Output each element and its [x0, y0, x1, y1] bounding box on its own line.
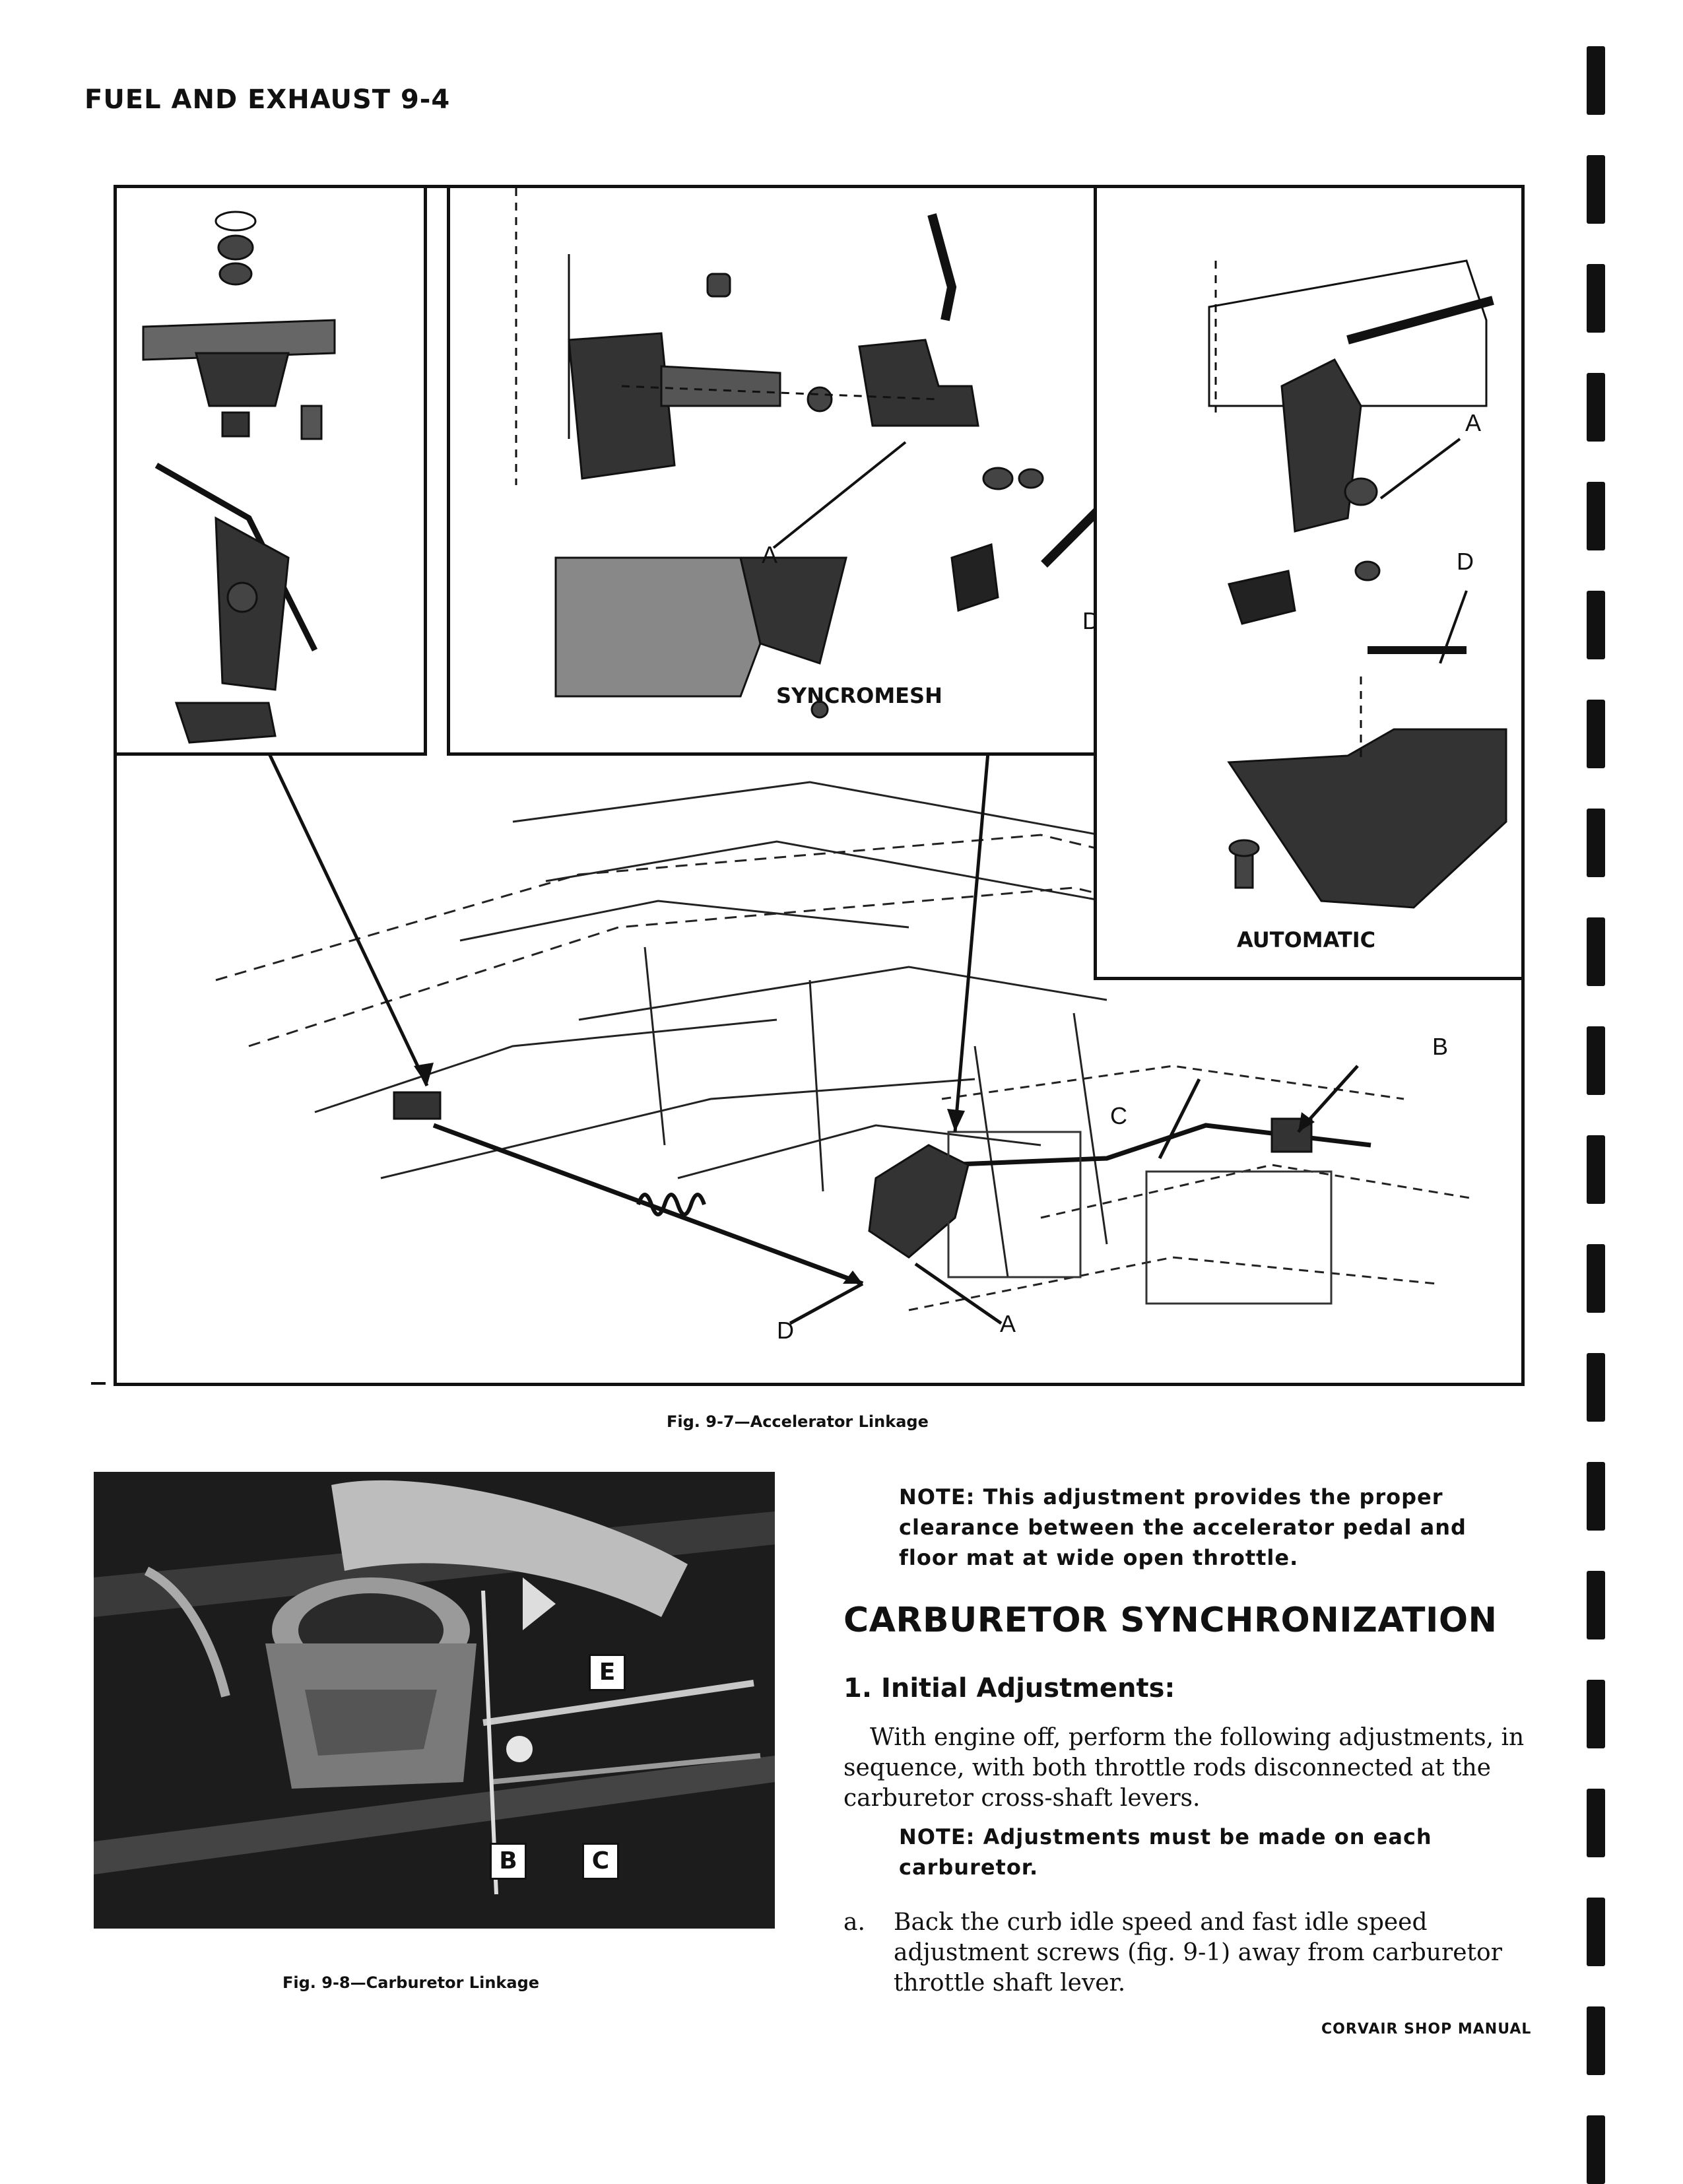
syncromesh-label: SYNCROMESH: [776, 683, 942, 708]
figure-accelerator-linkage: SYNCROMESH A D: [114, 185, 1525, 1386]
main-callout-c: C: [1110, 1102, 1127, 1129]
paragraph-initial-adjustments: With engine off, perform the following a…: [843, 1724, 1525, 1812]
syncromesh-exploded-drawing: [515, 188, 1151, 719]
inset-automatic: AUTOMATIC A D: [1094, 188, 1521, 980]
margin-registration-marks: [1587, 46, 1606, 2184]
section-title: CARBURETOR SYNCHRONIZATION: [843, 1601, 1498, 1640]
automatic-callout-d: D: [1457, 548, 1474, 575]
accelerator-linkage-drawing: [215, 751, 1470, 1325]
page-header: FUEL AND EXHAUST 9-4: [84, 84, 451, 115]
inset-pedal-mount: [117, 188, 427, 756]
figure-carburetor-linkage-photo: E B C: [94, 1472, 775, 1929]
pedal-mount-exploded-drawing: [142, 211, 336, 744]
margin-dash: [91, 1382, 106, 1385]
main-callout-a: A: [1000, 1310, 1016, 1337]
main-callout-b: B: [1432, 1033, 1449, 1060]
list-item-text: Back the curb idle speed and fast idle s…: [894, 1909, 1502, 1997]
carburetor-photo-drawing: [94, 1472, 775, 1929]
automatic-exploded-drawing: [1208, 259, 1507, 909]
photo-tag-b: B: [490, 1843, 527, 1880]
subsection-title: 1. Initial Adjustments:: [843, 1673, 1175, 1704]
main-callout-d: D: [777, 1317, 794, 1344]
list-item-a: a. Back the curb idle speed and fast idl…: [843, 1907, 1550, 1999]
automatic-label: AUTOMATIC: [1237, 927, 1376, 952]
inset-syncromesh: SYNCROMESH A D: [447, 188, 1179, 756]
note-pedal-clearance: NOTE: This adjustment provides the prope…: [899, 1484, 1467, 1570]
note-each-carburetor: NOTE: Adjustments must be made on each c…: [899, 1824, 1432, 1880]
syncromesh-callout-a: A: [762, 541, 778, 568]
figure-9-8-caption: Fig. 9-8—Carburetor Linkage: [282, 1973, 540, 1992]
automatic-callout-a: A: [1465, 409, 1482, 436]
footer-manual-name: CORVAIR SHOP MANUAL: [1321, 2021, 1532, 2037]
figure-9-7-caption: Fig. 9-7—Accelerator Linkage: [667, 1412, 929, 1431]
photo-tag-e: E: [589, 1654, 626, 1691]
list-item-label: a.: [843, 1909, 865, 1936]
photo-tag-c: C: [582, 1843, 619, 1880]
